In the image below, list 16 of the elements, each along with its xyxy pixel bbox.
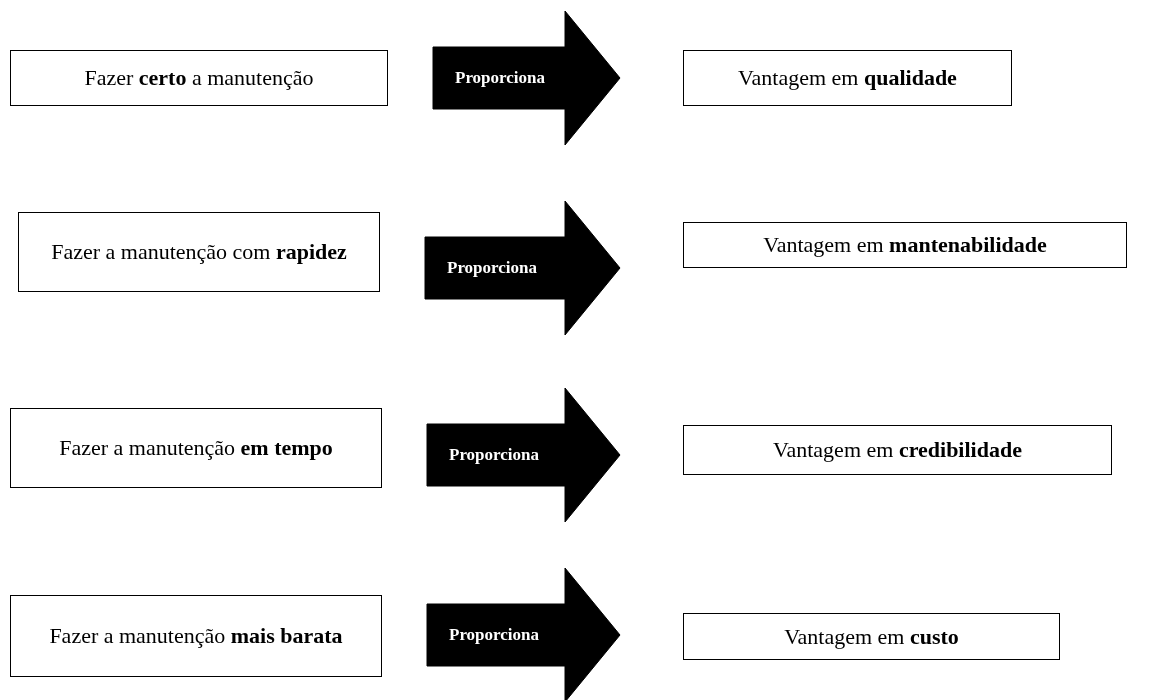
block-arrow (424, 200, 621, 336)
text-box: Vantagem em credibilidade (683, 425, 1112, 475)
text-box: Vantagem em mantenabilidade (683, 222, 1127, 268)
text-box: Fazer a manutenção em tempo (10, 408, 382, 488)
edge-label: Proporciona (447, 259, 538, 276)
text-box: Fazer a manutenção mais barata (10, 595, 382, 677)
text-box: Fazer certo a manutenção (10, 50, 388, 106)
block-arrow (432, 10, 621, 146)
text-box: Vantagem em qualidade (683, 50, 1012, 106)
edge-label: Proporciona (455, 69, 546, 86)
text-box: Vantagem em custo (683, 613, 1060, 660)
block-arrow (426, 387, 621, 523)
block-arrow (426, 567, 621, 700)
text-box: Fazer a manutenção com rapidez (18, 212, 380, 292)
edge-label: Proporciona (449, 626, 540, 643)
edge-label: Proporciona (449, 446, 540, 463)
